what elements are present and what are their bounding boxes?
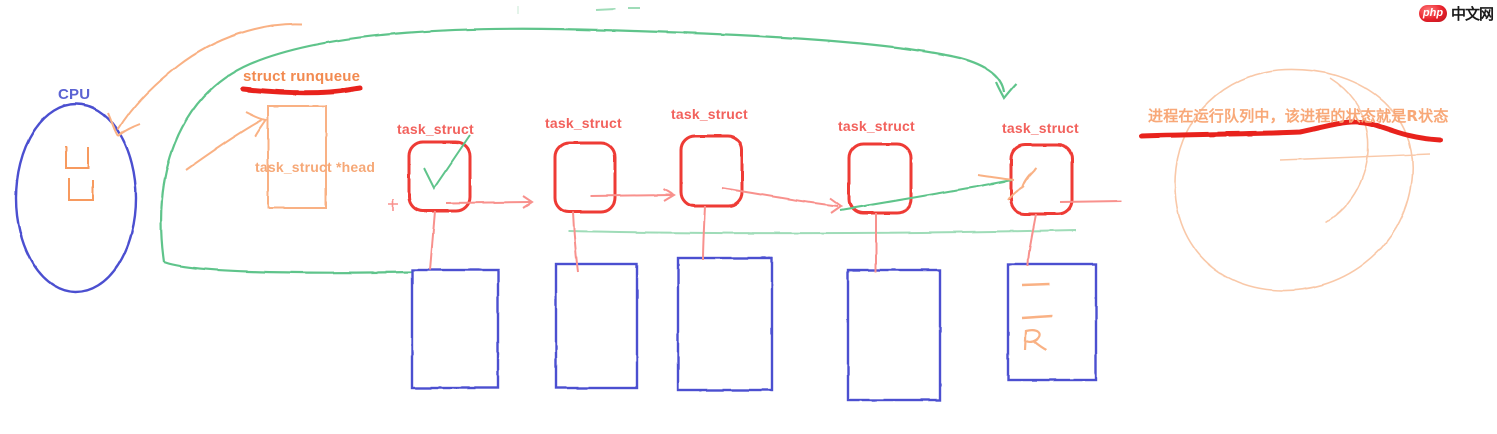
node-to-pcb-3 — [702, 205, 706, 261]
task-struct-node-2 — [553, 141, 617, 214]
task-struct-label-4: task_struct — [838, 118, 915, 134]
orange-arrow-to-runqueue-head — [245, 111, 268, 138]
next-pointer-5-out — [1059, 200, 1123, 203]
runqueue-title: struct runqueue — [243, 68, 361, 85]
stray-mark-1 — [595, 8, 617, 11]
next-pointer-2-3-head — [663, 188, 676, 202]
node1-left-tick — [388, 199, 398, 211]
next-pointer-1-2-head — [522, 195, 534, 209]
task-struct-label-1: task_struct — [397, 121, 474, 137]
orange-arrowhead-node5 — [977, 167, 1037, 201]
pcb5-letter-r — [1023, 329, 1047, 351]
next-pointer-2-3 — [589, 194, 673, 197]
pcb-box-4 — [846, 268, 942, 402]
task-struct-label-2: task_struct — [545, 115, 622, 131]
runqueue-state-note: 进程在运行队列中，该进程的状态就是R状态 — [1148, 107, 1449, 125]
pcb-box-3 — [676, 256, 774, 392]
task-struct-label-5: task_struct — [1002, 120, 1079, 136]
note-thick-underline — [1139, 119, 1443, 143]
orange-arrow-to-cpu-head — [107, 112, 141, 137]
runqueue-box — [267, 105, 327, 209]
pcb5-line-1 — [1021, 282, 1051, 287]
runqueue-head-field: task_struct *head — [255, 159, 376, 175]
watermark: php 中文网 — [1418, 3, 1494, 24]
cpu-label: CPU — [58, 86, 91, 103]
node-to-pcb-1 — [429, 210, 436, 271]
right-orange-arc-extra — [1325, 77, 1369, 223]
green-link-4-5 — [839, 179, 1013, 211]
next-pointer-1-2 — [445, 201, 531, 204]
green-arc-lower-return — [163, 260, 413, 274]
green-arc-arrowhead — [994, 81, 1017, 101]
orange-arrow-to-runqueue — [185, 119, 263, 171]
pcb-box-2 — [554, 262, 639, 390]
next-pointer-3-4-head — [829, 197, 843, 214]
check-mark-icon — [423, 134, 471, 190]
php-badge-icon: php — [1418, 5, 1447, 22]
right-orange-faint-line — [1279, 153, 1431, 161]
green-arc-runqueue-to-tail — [160, 27, 1006, 263]
node-to-pcb-2 — [572, 211, 579, 273]
node-to-pcb-5 — [1027, 213, 1037, 267]
runqueue-thick-underline — [240, 85, 363, 96]
task-struct-label-3: task_struct — [671, 106, 748, 122]
pcb5-line-2 — [1021, 314, 1053, 320]
cpu-ellipse — [14, 102, 138, 294]
cpu-square-mark-2 — [68, 178, 94, 201]
task-struct-node-4 — [847, 142, 913, 215]
pcb-box-5 — [1006, 262, 1098, 382]
cpu-square-mark-1 — [65, 146, 89, 169]
task-struct-node-5 — [1009, 143, 1074, 216]
watermark-text: 中文网 — [1450, 5, 1494, 23]
right-orange-circle — [1174, 68, 1414, 292]
task-struct-node-3 — [679, 134, 744, 208]
task-struct-node-1 — [407, 140, 472, 213]
pcb-box-1 — [410, 268, 500, 390]
next-pointer-3-4 — [721, 187, 839, 207]
orange-arrow-to-cpu — [117, 22, 303, 131]
green-long-horizontal — [567, 229, 1077, 235]
